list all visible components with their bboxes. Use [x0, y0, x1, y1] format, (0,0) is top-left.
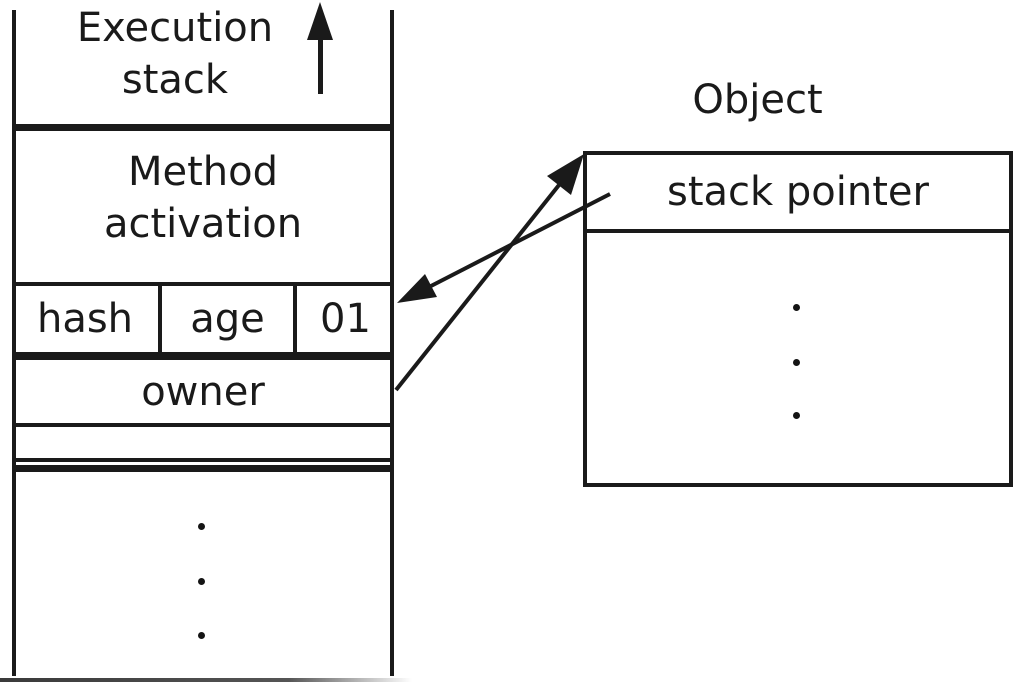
object-ellipsis-dot [793, 412, 800, 419]
tag-bits-field: 01 [320, 296, 371, 342]
execution-stack-title: Execution stack [76, 5, 274, 103]
stack-pointer-field: stack pointer [587, 155, 1009, 233]
arrow-owner-to-object-icon [394, 154, 584, 392]
up-arrow-shaft [318, 34, 323, 94]
stack-ellipsis-dot [198, 523, 205, 530]
stack-pointer-label: stack pointer [667, 169, 929, 215]
stack-ellipsis-dot [198, 578, 205, 585]
stack-frame-divider [12, 465, 394, 472]
up-arrow-head [307, 2, 333, 40]
stack-right-border [390, 10, 394, 676]
arrow-stack-pointer-to-lock-record-icon [397, 192, 611, 303]
stack-ellipsis-dot [198, 632, 205, 639]
empty-stack-slot [12, 427, 394, 462]
age-field: age [158, 286, 297, 352]
stack-top-divider [12, 124, 394, 131]
object-ellipsis-dot [793, 304, 800, 311]
object-box: stack pointer [583, 151, 1013, 487]
lock-record-row: hash age 01 [12, 282, 394, 356]
hash-field: hash [36, 296, 134, 342]
owner-field: owner [12, 356, 394, 427]
stack-left-border [12, 10, 16, 676]
object-title: Object [692, 77, 823, 123]
owner-field-label: owner [141, 368, 265, 415]
object-ellipsis-dot [793, 359, 800, 366]
figure-bottom-edge [0, 678, 412, 682]
method-activation-label: Method activation [103, 149, 303, 247]
